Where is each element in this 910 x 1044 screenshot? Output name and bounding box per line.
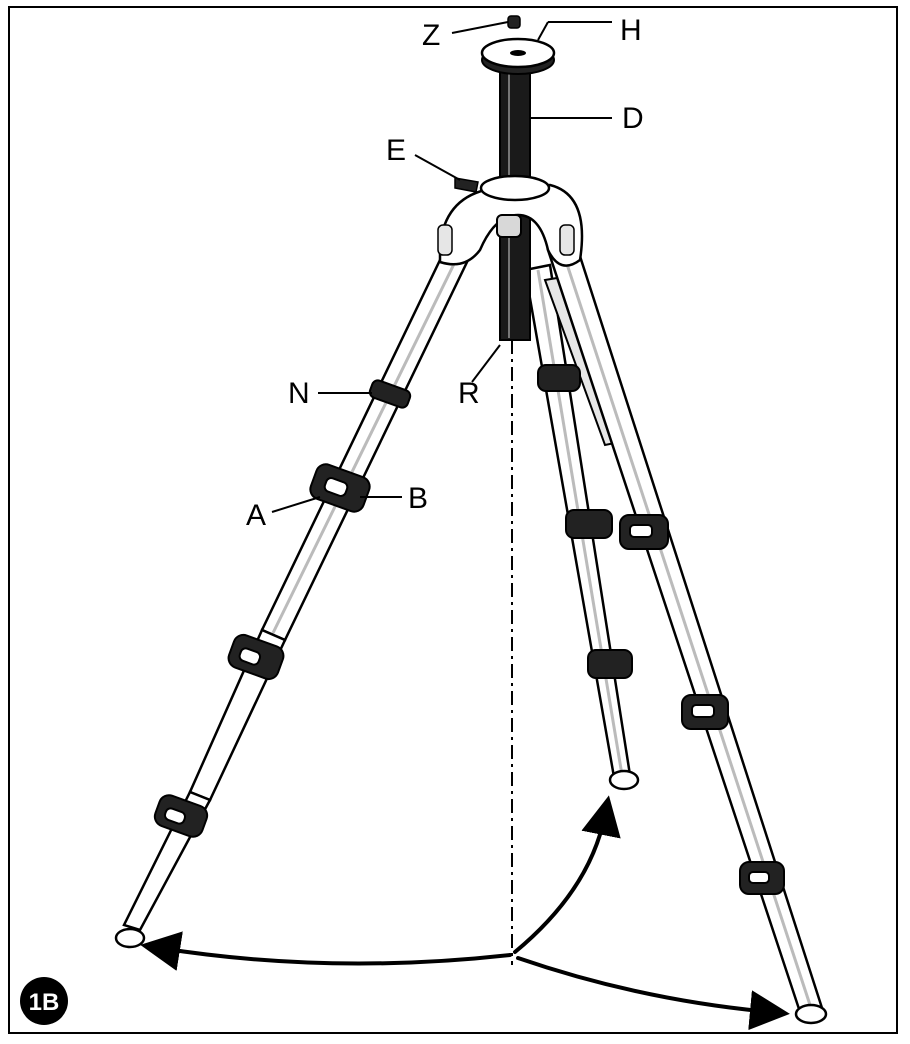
leg-clamps — [153, 364, 785, 895]
label-r: R — [458, 377, 480, 410]
label-z: Z — [422, 19, 440, 52]
label-d: D — [622, 102, 644, 135]
spider-casting — [437, 174, 584, 267]
label-a: A — [246, 499, 266, 532]
head-plate — [480, 15, 556, 75]
figure-badge-text: 1B — [29, 989, 60, 1016]
left-leg — [114, 258, 470, 949]
leader-lines — [271, 21, 612, 513]
label-b: B — [408, 482, 428, 515]
figure-badge: 1B — [20, 977, 68, 1025]
label-h: H — [620, 14, 642, 47]
rotation-arrows — [140, 795, 790, 1031]
label-n: N — [288, 377, 310, 410]
label-e: E — [386, 134, 406, 167]
figure-frame — [8, 6, 898, 1034]
